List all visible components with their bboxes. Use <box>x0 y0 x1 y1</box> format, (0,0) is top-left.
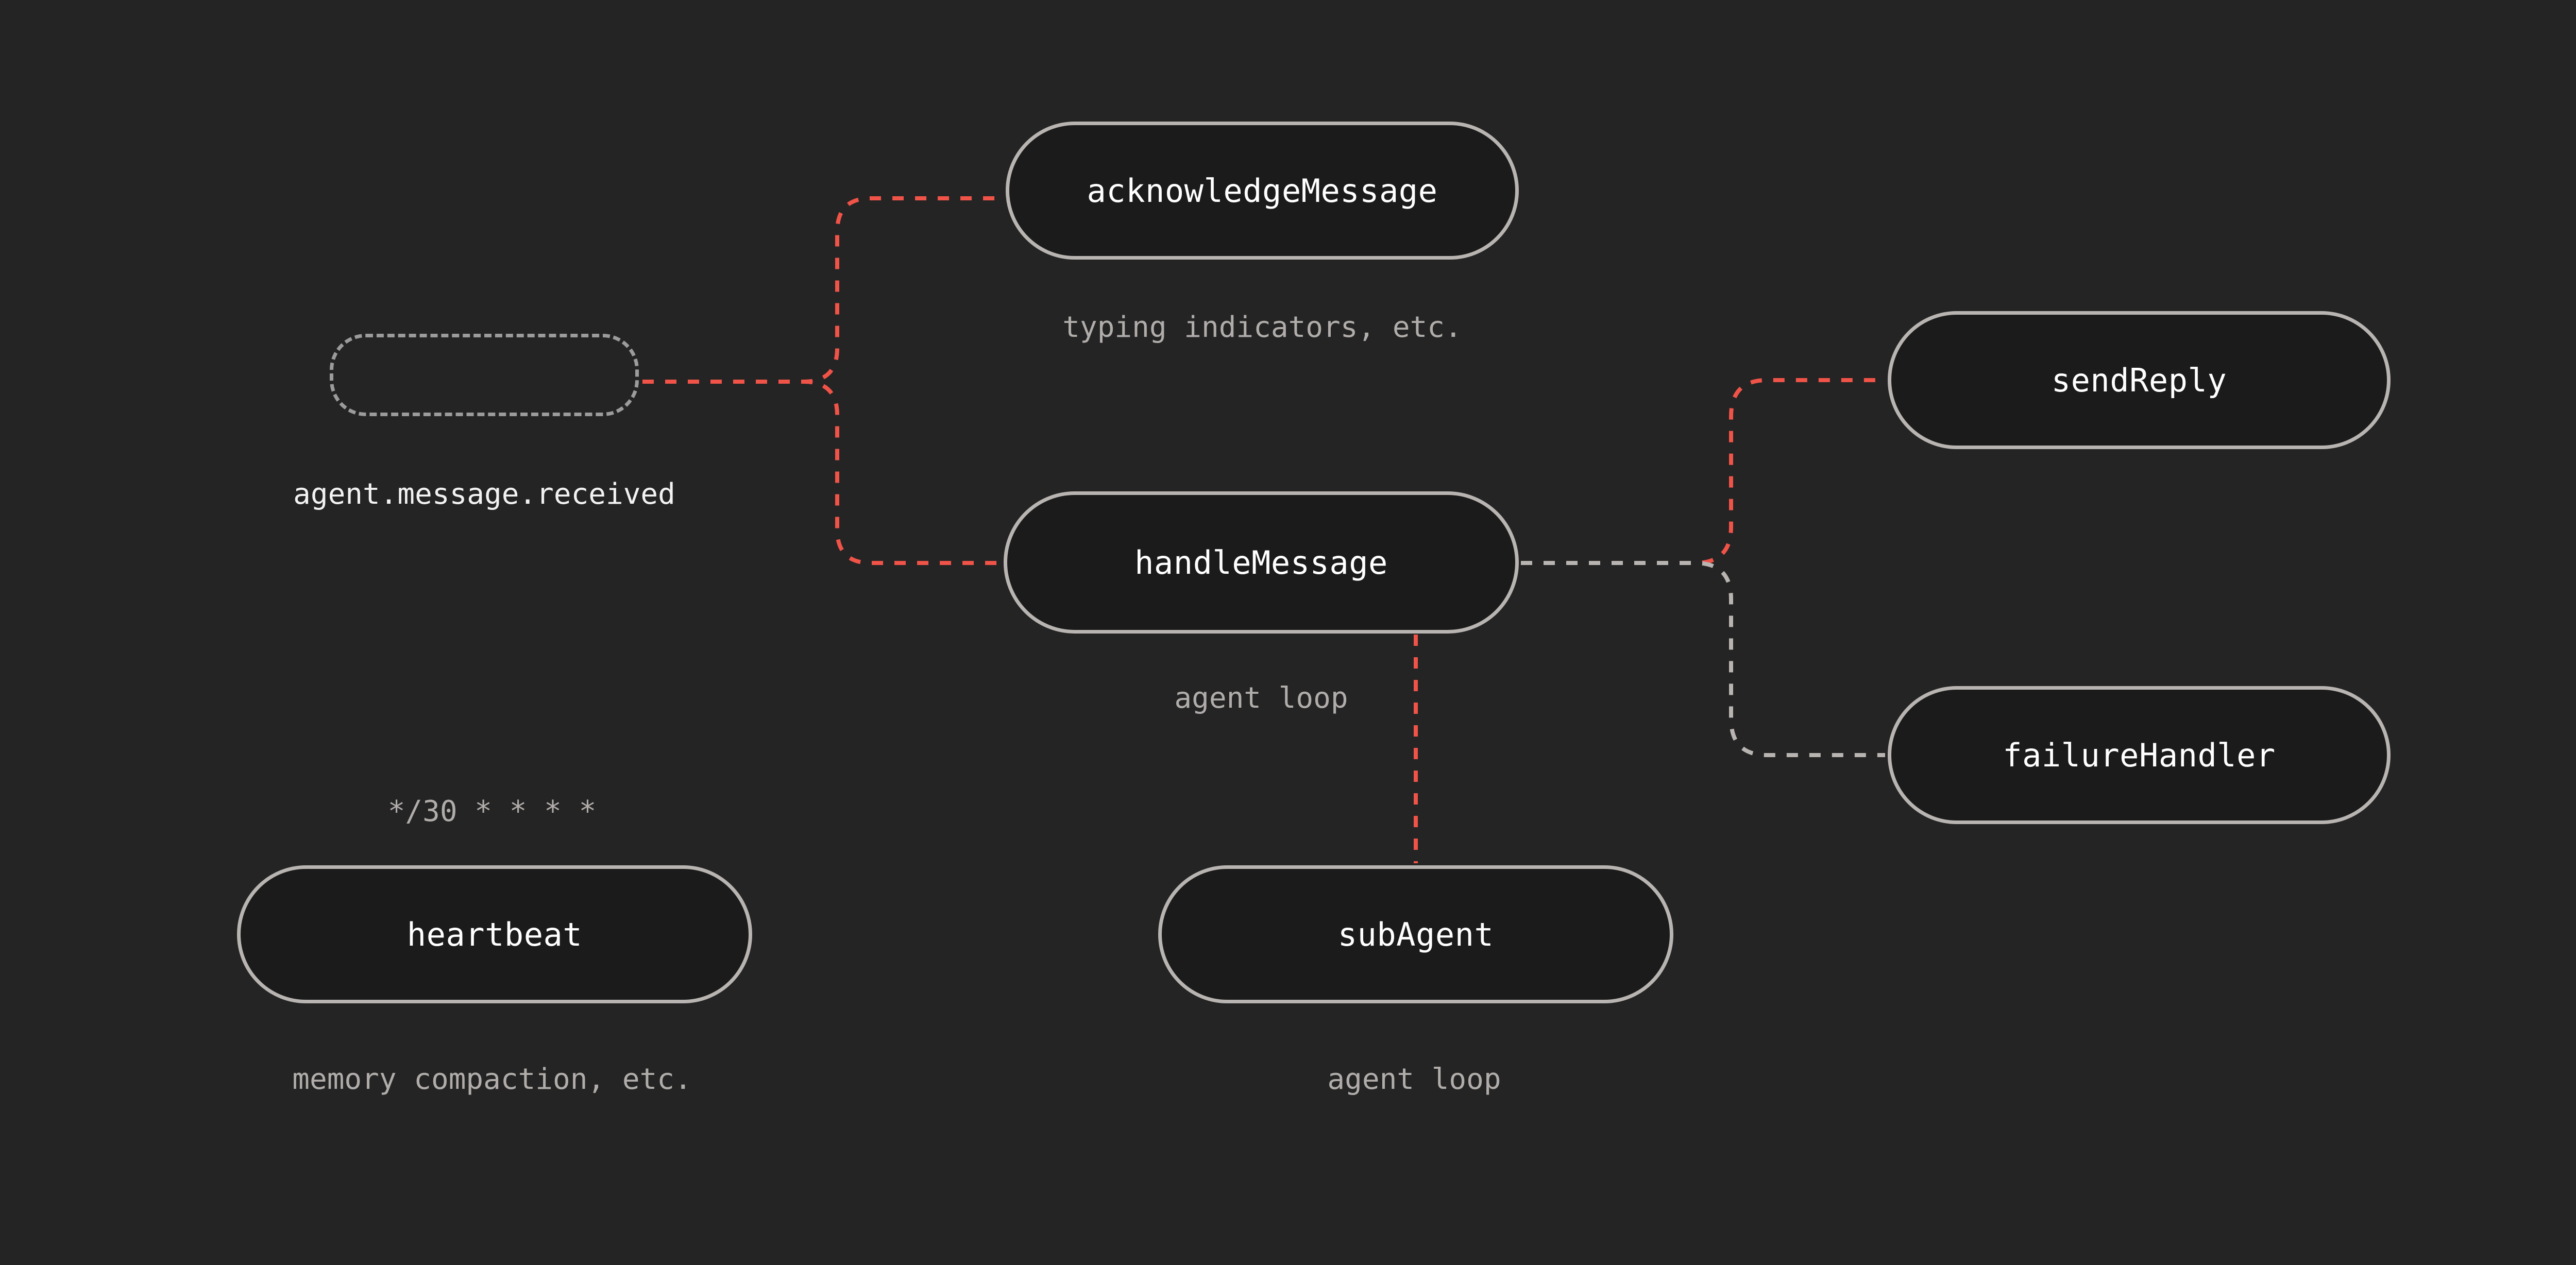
node-trigger[interactable] <box>330 334 639 416</box>
node-sub-agent[interactable]: subAgent <box>1158 865 1673 1003</box>
node-handle-message-label: handleMessage <box>1134 543 1388 582</box>
heartbeat-schedule: */30 * * * * <box>387 795 597 828</box>
edge-handleMessage-to-sendReply <box>1521 378 1885 565</box>
node-send-reply[interactable]: sendReply <box>1888 311 2391 449</box>
handle-message-note: agent loop <box>1174 681 1348 715</box>
trigger-event-name: agent.message.received <box>293 477 675 511</box>
heartbeat-note: memory compaction, etc. <box>292 1063 692 1096</box>
node-sub-agent-label: subAgent <box>1337 915 1494 953</box>
node-send-reply-label: sendReply <box>2051 361 2227 399</box>
node-acknowledge-message[interactable]: acknowledgeMessage <box>1006 122 1519 260</box>
acknowledge-note: typing indicators, etc. <box>1062 311 1462 344</box>
node-handle-message[interactable]: handleMessage <box>1004 491 1519 634</box>
edge-handleMessage-to-failureHandler <box>1521 561 1885 757</box>
edge-trigger-to-acknowledgeMessage <box>642 196 1003 384</box>
node-failure-handler[interactable]: failureHandler <box>1888 686 2391 824</box>
node-acknowledge-message-label: acknowledgeMessage <box>1087 172 1438 210</box>
node-heartbeat-label: heartbeat <box>406 915 583 953</box>
node-heartbeat[interactable]: heartbeat <box>237 865 752 1003</box>
node-failure-handler-label: failureHandler <box>2003 736 2276 774</box>
edge-trigger-to-handleMessage <box>642 380 1001 565</box>
sub-agent-note: agent loop <box>1327 1063 1501 1096</box>
